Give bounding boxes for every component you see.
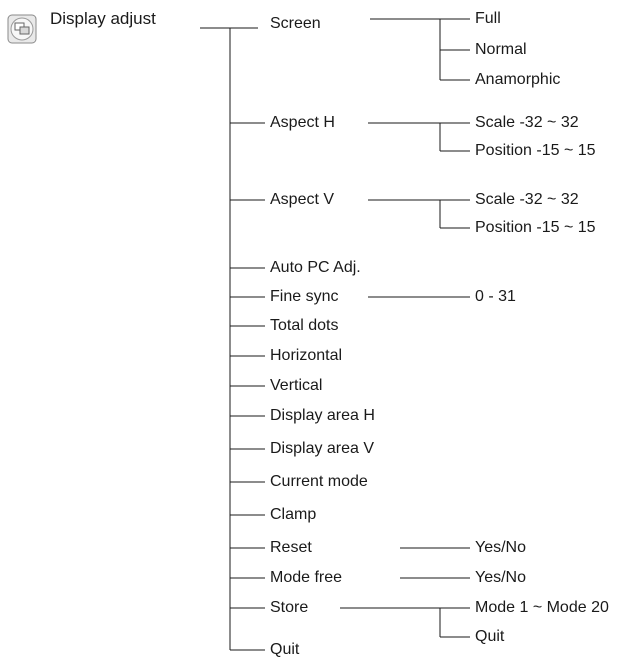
menu-item-screen[interactable]: Screen (270, 15, 321, 32)
menu-item-fine-sync[interactable]: Fine sync (270, 288, 339, 305)
menu-item-mode-free[interactable]: Mode free (270, 569, 343, 586)
menu-item-total-dots[interactable]: Total dots (270, 317, 339, 334)
option-mode-free-yes-no[interactable]: Yes/No (475, 569, 526, 586)
option-screen-full[interactable]: Full (475, 10, 501, 27)
menu-item-display-area-h[interactable]: Display area H (270, 407, 375, 424)
option-aspect-h-scale[interactable]: Scale -32 ~ 32 (475, 114, 579, 131)
display-adjust-icon (7, 14, 37, 44)
option-aspect-v-scale[interactable]: Scale -32 ~ 32 (475, 191, 579, 208)
option-store-quit[interactable]: Quit (475, 628, 505, 645)
option-fine-sync-range[interactable]: 0 - 31 (475, 288, 516, 305)
option-aspect-h-position[interactable]: Position -15 ~ 15 (475, 142, 596, 159)
menu-item-auto-pc-adj[interactable]: Auto PC Adj. (270, 259, 361, 276)
option-reset-yes-no[interactable]: Yes/No (475, 539, 526, 556)
option-screen-normal[interactable]: Normal (475, 41, 527, 58)
option-aspect-v-position[interactable]: Position -15 ~ 15 (475, 219, 596, 236)
menu-item-aspect-v[interactable]: Aspect V (270, 191, 335, 208)
menu-item-aspect-h[interactable]: Aspect H (270, 114, 335, 131)
menu-item-current-mode[interactable]: Current mode (270, 473, 368, 490)
menu-item-display-area-v[interactable]: Display area V (270, 440, 375, 457)
option-store-mode-range[interactable]: Mode 1 ~ Mode 20 (475, 599, 609, 616)
option-screen-anamorphic[interactable]: Anamorphic (475, 71, 561, 88)
menu-item-quit[interactable]: Quit (270, 641, 300, 658)
menu-item-vertical[interactable]: Vertical (270, 377, 323, 394)
menu-item-store[interactable]: Store (270, 599, 309, 616)
display-adjust-title: Display adjust (50, 9, 156, 28)
menu-item-reset[interactable]: Reset (270, 539, 312, 556)
menu-item-horizontal[interactable]: Horizontal (270, 347, 343, 364)
menu-item-clamp[interactable]: Clamp (270, 506, 317, 523)
